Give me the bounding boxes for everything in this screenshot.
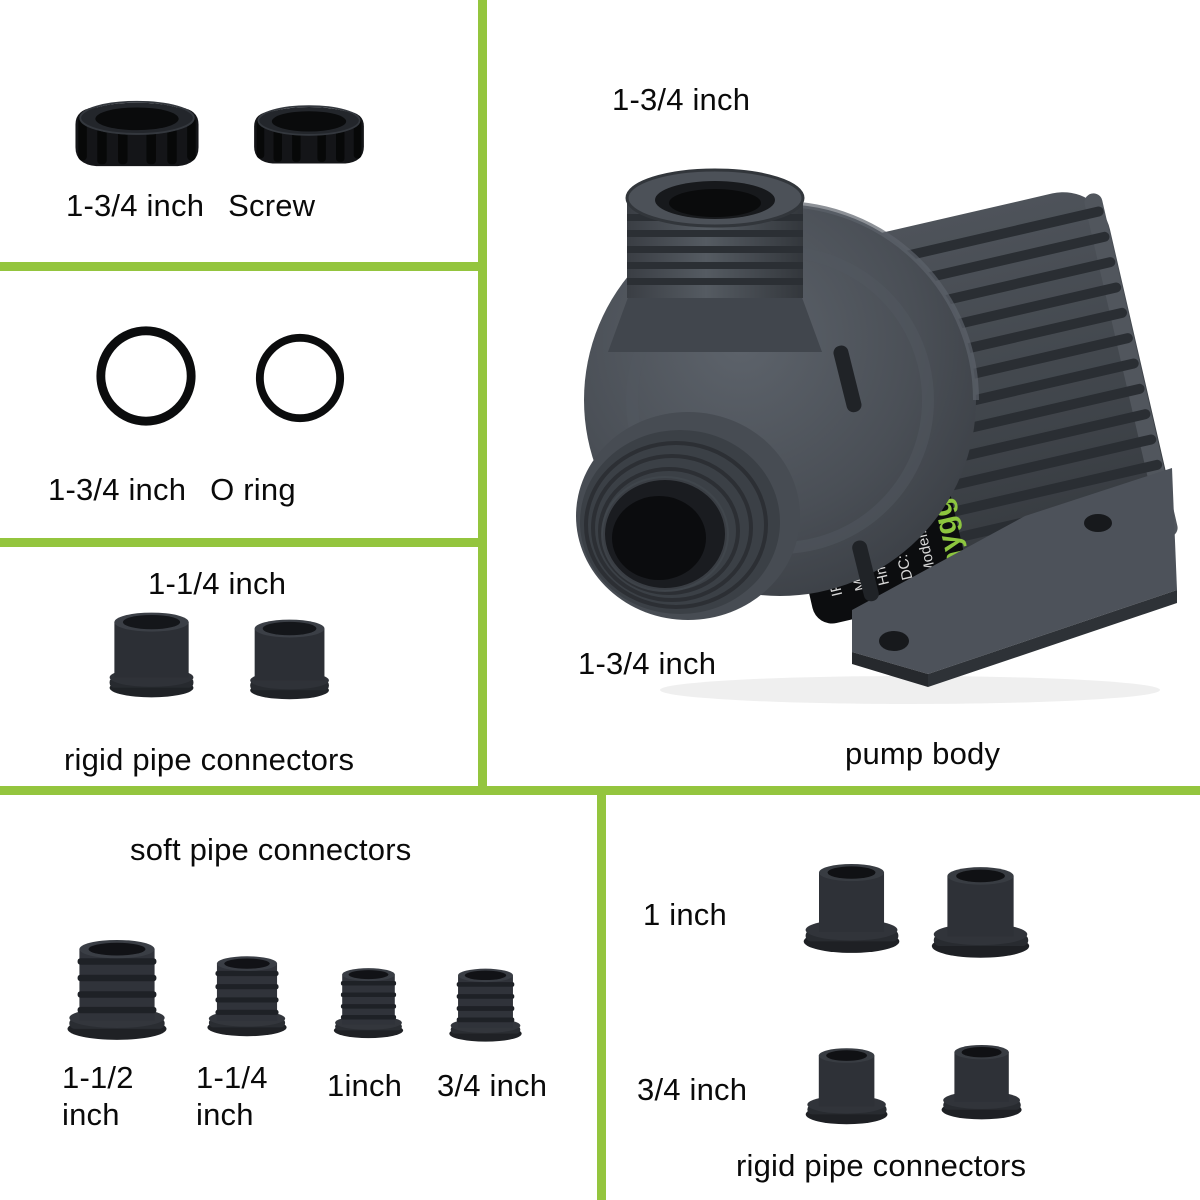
rigid-bottom-row2-label: 3/4 inch: [637, 1072, 748, 1107]
pump-photo: IPX8 CE Max Water temp.95 Hmax:14.8ft DC…: [576, 168, 1178, 704]
o-ring-image: [96, 326, 196, 426]
o-ring-image: [255, 333, 345, 423]
oring-label: 1-3/4 inch O ring: [48, 472, 296, 509]
oring-size-label: 1-3/4 inch: [48, 472, 187, 507]
rigid-top-size-label: 1-1/4 inch: [148, 566, 287, 601]
screw-size-label: 1-3/4 inch: [66, 188, 205, 223]
pump-shadow: [660, 676, 1160, 704]
pump-caption: pump body: [845, 736, 1001, 771]
divider-h2: [0, 538, 478, 547]
rigid-connector-image: [803, 863, 900, 953]
pump-top-port-label: 1-3/4 inch: [612, 82, 751, 117]
divider-vertical-bottom: [597, 795, 606, 1200]
divider-h1: [0, 262, 478, 271]
soft-caption: soft pipe connectors: [130, 832, 412, 867]
divider-h3: [0, 786, 1200, 795]
pump-top-port: [608, 168, 822, 352]
soft-size-label-1: 1-1/2 inch: [62, 1060, 134, 1132]
screw-part-label: Screw: [228, 188, 316, 223]
screw-collar-image: [254, 105, 364, 164]
oring-part-label: O ring: [210, 472, 296, 507]
soft-size-label-2: 1-1/4 inch: [196, 1060, 268, 1132]
soft-connector-image: [207, 956, 287, 1037]
pump-front-port-label: 1-3/4 inch: [578, 646, 717, 681]
soft-connector-image: [333, 968, 404, 1039]
pump-base: [852, 468, 1177, 687]
vent-slot: [833, 345, 862, 413]
rigid-connector-image: [941, 1045, 1022, 1120]
rigid-bottom-row1-label: 1 inch: [643, 897, 727, 932]
soft-connector-image: [67, 939, 167, 1040]
rigid-top-caption: rigid pipe connectors: [64, 742, 355, 777]
pump-front-port: [576, 412, 800, 620]
vent-slot: [852, 540, 879, 602]
screw-label: 1-3/4 inch Screw: [66, 188, 315, 225]
rigid-connector-image: [805, 1048, 888, 1125]
soft-size-label-3: 1inch: [327, 1068, 403, 1103]
base-screw-hole: [1084, 514, 1112, 532]
soft-connector-image: [449, 968, 522, 1042]
rigid-connector-image: [250, 619, 329, 700]
soft-size-label-4: 3/4 inch: [437, 1068, 548, 1103]
screw-collar-image: [75, 100, 199, 167]
rigid-connector-image: [931, 867, 1030, 958]
rigid-bottom-caption: rigid pipe connectors: [736, 1148, 1027, 1183]
base-screw-hole: [879, 631, 909, 651]
rigid-connector-image: [109, 612, 194, 698]
divider-vertical-top: [478, 0, 487, 795]
